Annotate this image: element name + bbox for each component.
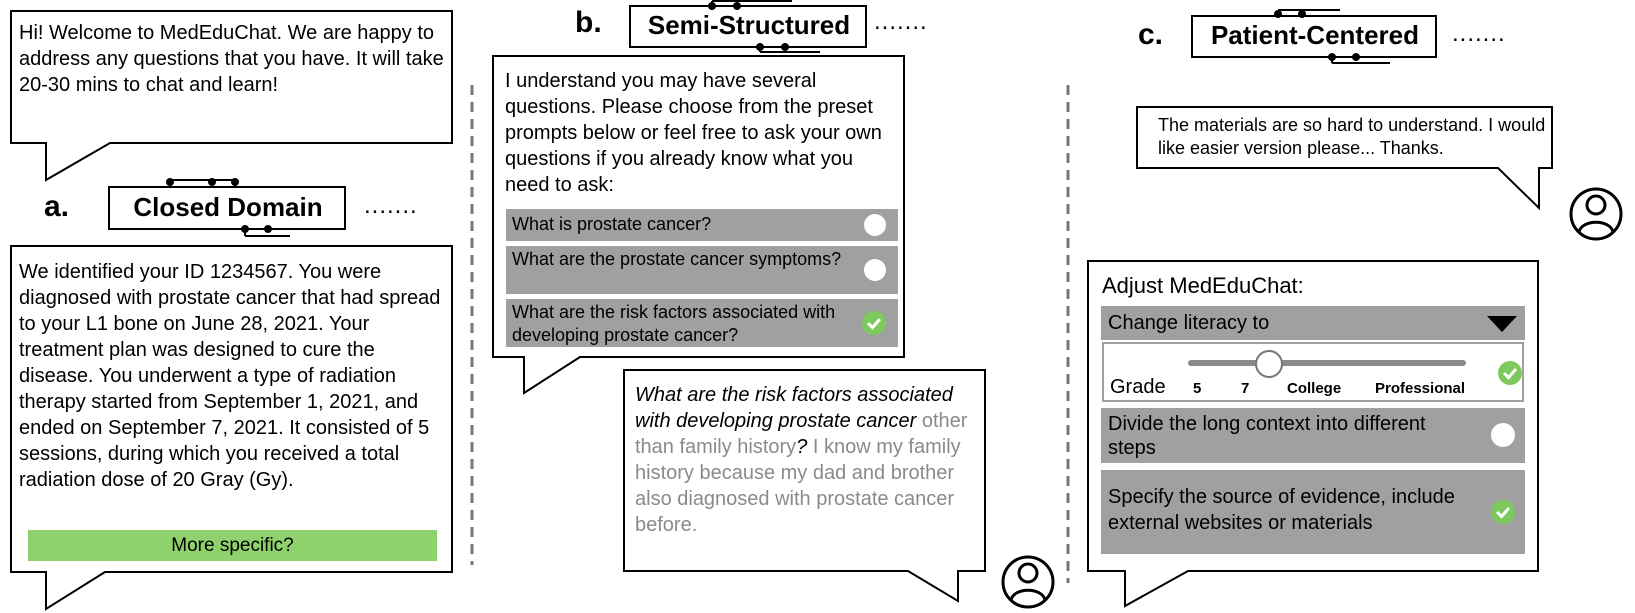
section-b-letter: b. <box>575 6 602 39</box>
closed-domain-message: We identified your ID 1234567. You were … <box>19 261 441 491</box>
check-selected-icon[interactable] <box>862 311 886 335</box>
section-a-dots: ....... <box>364 192 418 219</box>
slider-thumb[interactable] <box>1255 350 1283 378</box>
radio-unselected-icon[interactable] <box>864 259 886 281</box>
preset-option-2[interactable]: What are the prostate cancer symptoms? <box>506 246 898 294</box>
adjust-panel-title: Adjust MedEduChat: <box>1102 273 1304 298</box>
patient-message: The materials are so hard to understand.… <box>1158 115 1546 158</box>
closed-domain-title-box <box>108 186 346 230</box>
patient-message-bubble <box>1136 106 1553 211</box>
grade-slider-panel: Grade 5 7 College Professional <box>1102 342 1524 402</box>
reply-italic-part: What are the risk factors associated wit… <box>635 384 953 432</box>
welcome-bubble <box>10 10 453 182</box>
section-c-letter: c. <box>1138 18 1164 51</box>
tick-label: Professional <box>1375 380 1466 397</box>
check-selected-icon[interactable] <box>1498 361 1522 385</box>
semi-structured-title-box <box>629 5 867 48</box>
tick-label: College <box>1287 380 1342 397</box>
preset-option-1[interactable]: What is prostate cancer? <box>506 209 898 241</box>
grade-label: Grade <box>1110 376 1166 398</box>
preset-option-2-label: What are the prostate cancer symptoms? <box>512 249 842 269</box>
preset-option-1-label: What is prostate cancer? <box>512 214 712 234</box>
radio-unselected-icon[interactable] <box>864 214 886 236</box>
user-reply-text: What are the risk factors associated wit… <box>635 382 980 538</box>
specify-source-label: Specify the source of evidence, include … <box>1108 486 1455 534</box>
patient-centered-title-box <box>1191 15 1437 58</box>
preset-option-3-label: What are the risk factors associated wit… <box>512 302 836 345</box>
preset-option-3[interactable]: What are the risk factors associated wit… <box>506 299 898 347</box>
semi-structured-title: Semi-Structured <box>647 10 851 40</box>
patient-centered-title: Patient-Centered <box>1210 20 1420 50</box>
reply-gray-part: other than family history <box>635 410 968 458</box>
reply-gray-continuation: I know my family history because my dad … <box>635 436 961 536</box>
tick-label: 7 <box>1241 380 1250 397</box>
literacy-dropdown[interactable]: Change literacy to <box>1101 306 1525 340</box>
section-b-dots: ....... <box>874 8 928 35</box>
user-avatar-icon <box>1001 555 1055 609</box>
semi-structured-intro: I understand you may have several questi… <box>505 70 882 196</box>
more-specific-button[interactable]: More specific? <box>28 530 437 561</box>
closed-domain-title: Closed Domain <box>133 192 323 222</box>
welcome-message: Hi! Welcome to MedEduChat. We are happy … <box>19 22 444 96</box>
literacy-dropdown-label: Change literacy to <box>1108 312 1270 334</box>
slider-track[interactable] <box>1188 360 1466 366</box>
radio-unselected-icon[interactable] <box>1491 423 1515 447</box>
patient-avatar-icon <box>1569 187 1623 241</box>
chevron-down-icon[interactable] <box>1487 316 1517 332</box>
closed-domain-bubble <box>10 245 453 611</box>
reply-question-mark: ? <box>796 436 808 458</box>
divide-context-option[interactable]: Divide the long context into different s… <box>1101 408 1525 463</box>
grade-ticks: 5 7 College Professional <box>1188 380 1488 400</box>
divide-context-label: Divide the long context into different s… <box>1108 413 1426 459</box>
tick-label: 5 <box>1193 380 1202 397</box>
section-a-letter: a. <box>44 190 70 223</box>
section-c-dots: ....... <box>1452 20 1506 47</box>
specify-source-option[interactable]: Specify the source of evidence, include … <box>1101 470 1525 554</box>
check-selected-icon[interactable] <box>1491 500 1515 524</box>
user-reply-bubble <box>623 369 986 603</box>
